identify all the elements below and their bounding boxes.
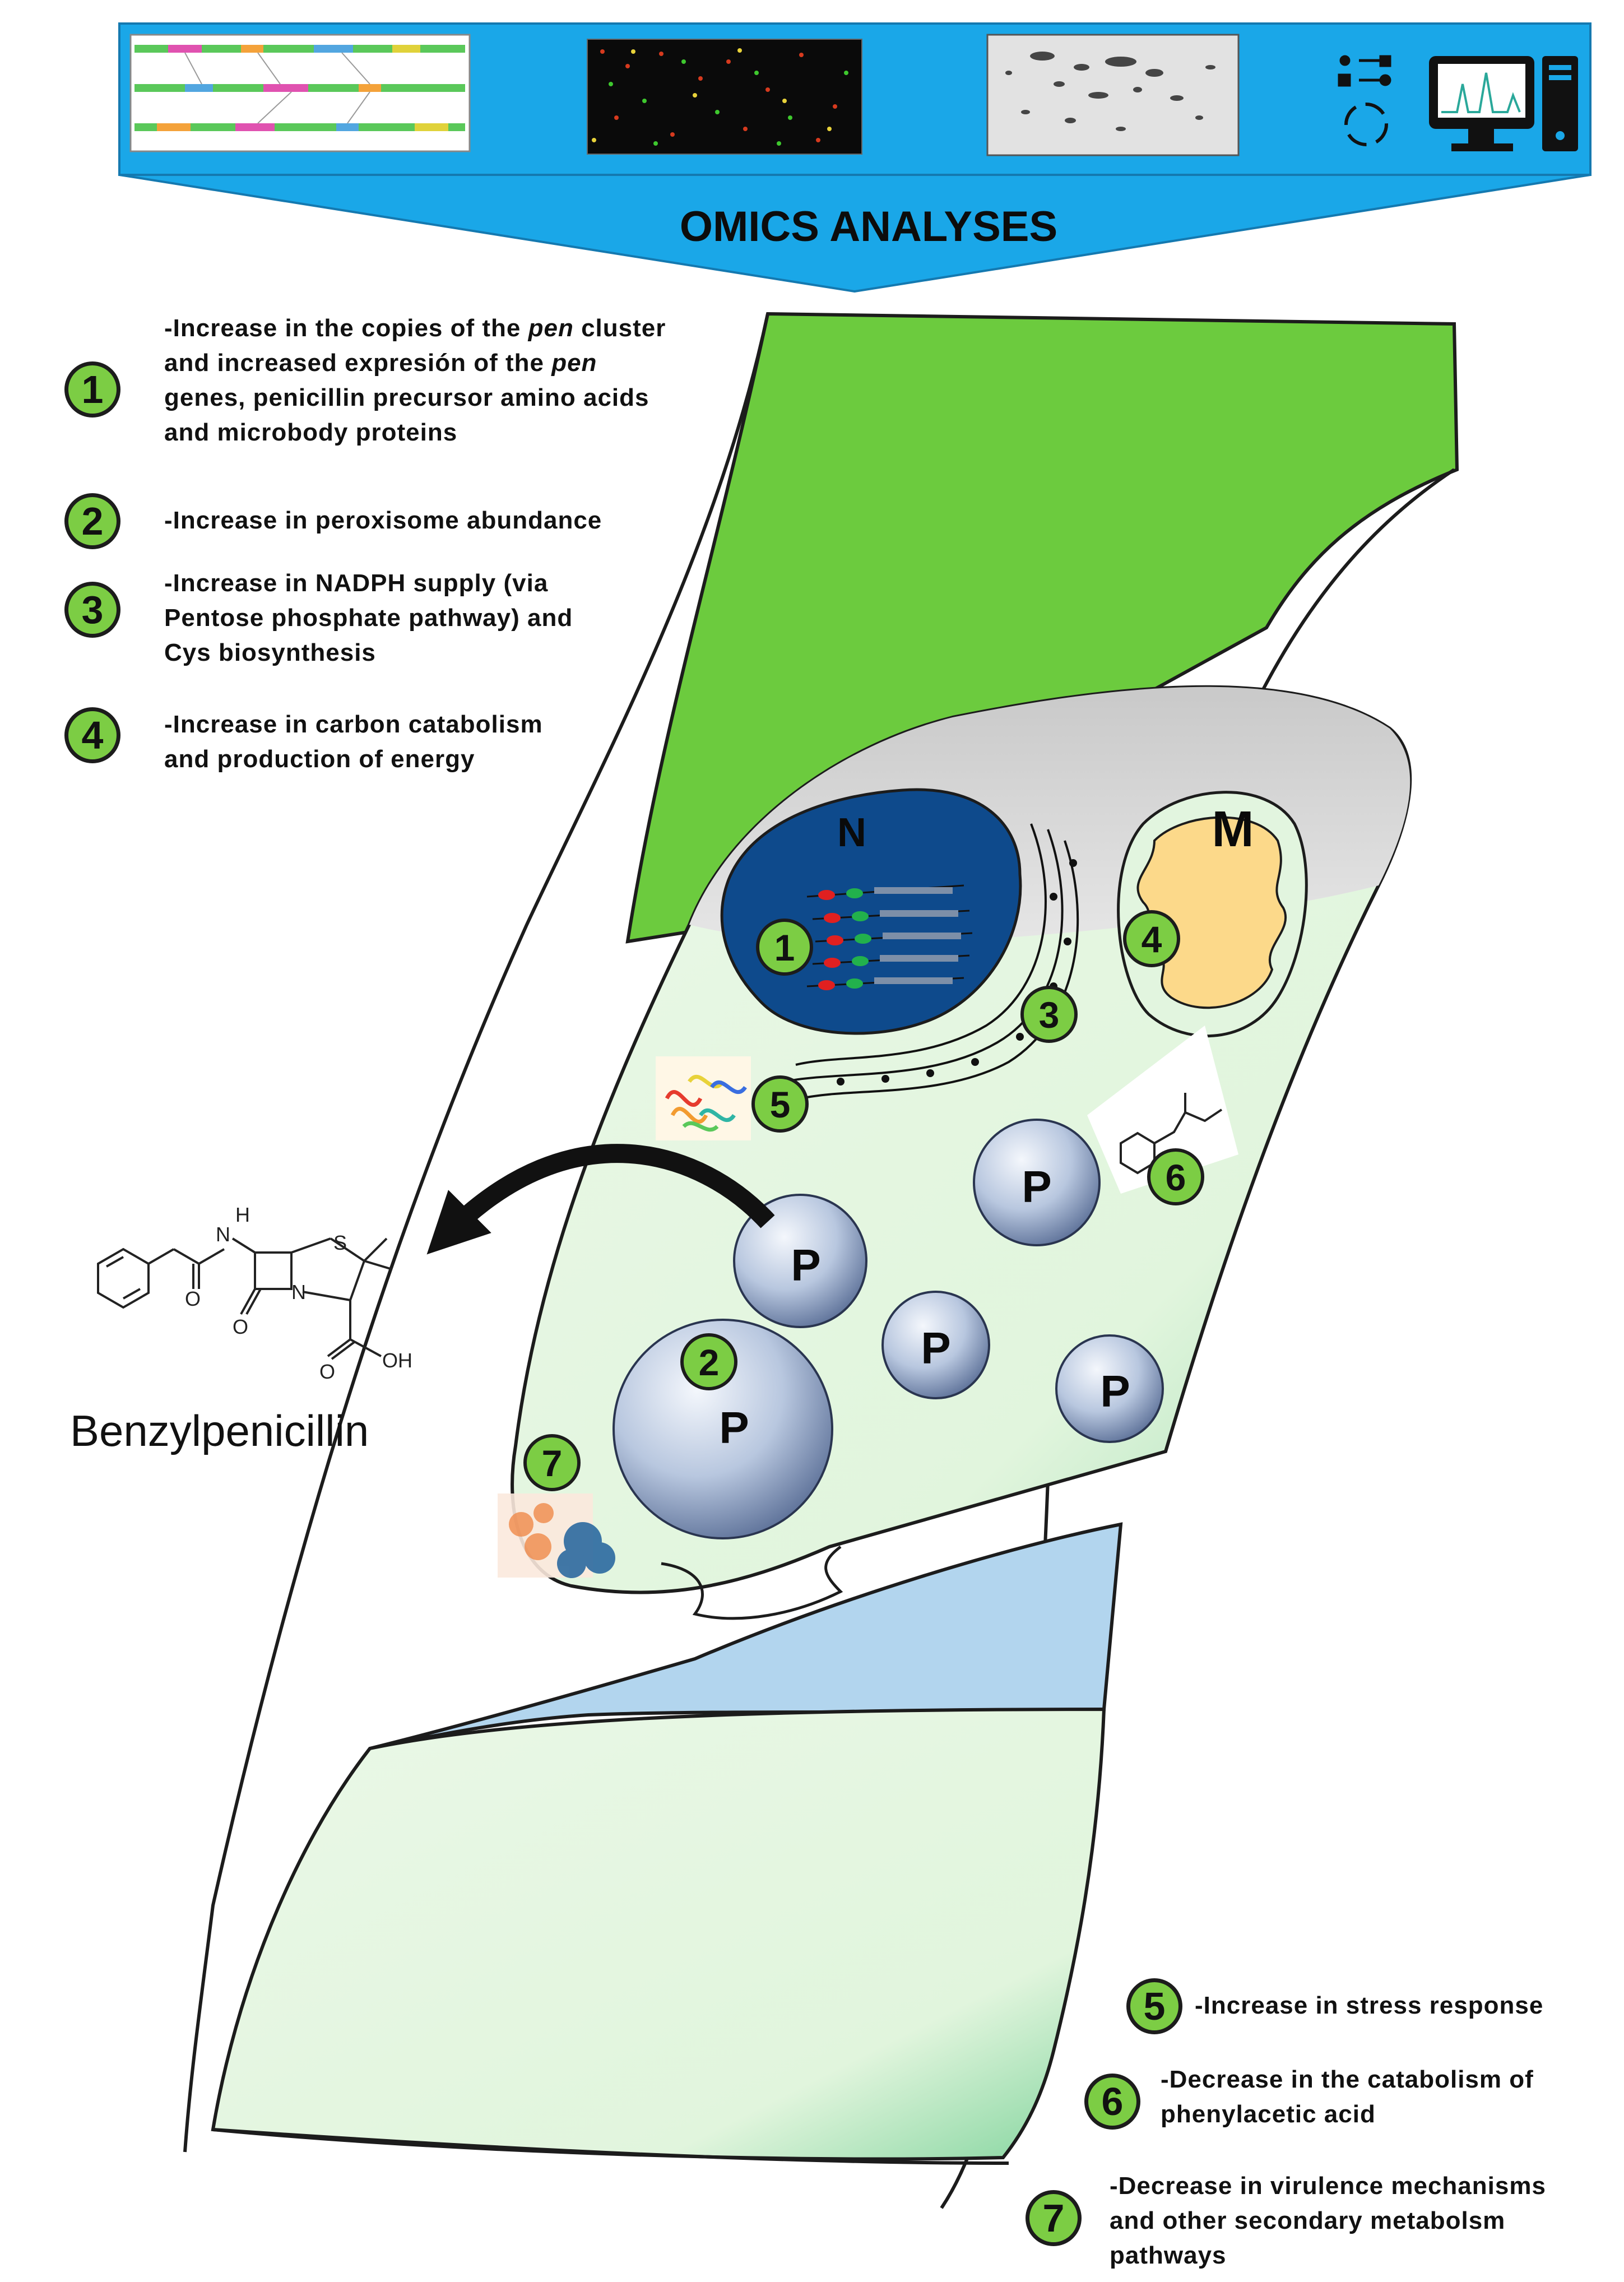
cell-marker-3: 3 — [1020, 986, 1078, 1043]
legend-text: -Decrease in the catabolism of phenylace… — [1161, 2066, 1534, 2128]
legend-text: -Increase in carbon catabolism and produ… — [164, 711, 543, 773]
banner-title: OMICS ANALYSES — [680, 203, 1057, 251]
svg-text:2: 2 — [699, 1342, 720, 1383]
legend-item-6: 6 -Decrease in the catabolism of phenyla… — [1084, 2062, 1534, 2132]
peroxisome-label: P — [719, 1403, 749, 1453]
legend-item-5: 5 -Increase in stress response — [1126, 1978, 1543, 2034]
legend-item-2: 2 -Increase in peroxisome abundance — [64, 493, 602, 549]
atom-o-acid: O — [319, 1360, 335, 1383]
legend-number-badge: 2 — [64, 493, 120, 549]
vacuole — [369, 1522, 1123, 1750]
atom-o-amide: O — [185, 1287, 201, 1310]
legend-text: -Increase in peroxisome abundance — [164, 507, 602, 534]
cell-marker-5: 5 — [751, 1075, 809, 1133]
molecule-name: Benzylpenicillin — [70, 1406, 369, 1455]
nucleus-label: N — [837, 810, 866, 855]
legend-number-badge: 7 — [1026, 2190, 1082, 2246]
legend-item-1: 1 -Increase in the copies of the pen clu… — [64, 311, 666, 450]
mitochondrion-label: M — [1212, 801, 1254, 857]
cell-marker-7: 7 — [523, 1434, 581, 1491]
2d-gel-thumbnail — [986, 34, 1240, 156]
septum-pore — [661, 1546, 843, 1620]
atom-o-lactam: O — [233, 1315, 248, 1338]
atom-h-amide: H — [235, 1203, 250, 1226]
legend-number-badge: 5 — [1126, 1978, 1182, 2034]
chromosome-gene-clusters — [806, 884, 973, 990]
legend-number-badge: 3 — [64, 582, 120, 638]
svg-text:4: 4 — [1142, 919, 1162, 960]
atom-oh-acid: OH — [382, 1349, 412, 1372]
legend-item-3: 3 -Increase in NADPH supply (via Pentose… — [64, 566, 573, 670]
legend-item-7: 7 -Decrease in virulence mechanisms and … — [1026, 2169, 1546, 2273]
cell-marker-1: 1 — [756, 919, 813, 976]
cell-marker-2: 2 — [680, 1333, 737, 1390]
svg-text:3: 3 — [1039, 994, 1060, 1036]
peroxisome-4: P — [1055, 1334, 1164, 1443]
peroxisome-label: P — [1022, 1162, 1051, 1212]
svg-text:6: 6 — [1166, 1157, 1186, 1198]
endoplasmic-reticulum — [784, 823, 1079, 1100]
stress-protein-image — [656, 1056, 751, 1140]
atom-n-ring: N — [291, 1281, 306, 1304]
legend-text: -Decrease in virulence mechanisms and ot… — [1110, 2172, 1546, 2269]
legend-text: -Increase in NADPH supply (via Pentose p… — [164, 569, 573, 666]
peroxisome-2: P — [733, 1194, 867, 1328]
legend-number-badge: 6 — [1084, 2074, 1140, 2130]
legend-text: -Increase in the copies of the pen clust… — [164, 314, 666, 446]
virulence-protein-image — [498, 1493, 615, 1578]
cell-marker-6: 6 — [1147, 1148, 1204, 1205]
peroxisome-large: P — [613, 1319, 833, 1539]
hypha-left-outer — [183, 313, 769, 2153]
peroxisome-label: P — [791, 1240, 820, 1290]
peroxisome-1: P — [973, 1119, 1101, 1246]
workflow-icon — [1338, 55, 1391, 146]
phenylacetate-structure — [1087, 1026, 1238, 1194]
genome-alignment-thumbnail — [129, 34, 471, 152]
legend-text: -Increase in stress response — [1195, 1992, 1544, 2019]
svg-text:5: 5 — [770, 1084, 791, 1125]
lower-compartment — [211, 1707, 1106, 2161]
atom-n-amide: N — [216, 1223, 230, 1246]
legend-item-4: 4 -Increase in carbon catabolism and pro… — [64, 707, 543, 777]
cell-marker-4: 4 — [1123, 910, 1180, 967]
banner-funnel — [119, 174, 1591, 293]
legend-number-badge: 4 — [64, 707, 120, 763]
legend-number-badge: 1 — [64, 361, 120, 418]
secretion-arrow — [426, 1144, 775, 1255]
peroxisome-label: P — [1100, 1366, 1130, 1416]
microarray-thumbnail — [587, 39, 862, 155]
svg-text:1: 1 — [774, 927, 795, 968]
atom-s: S — [333, 1231, 347, 1254]
benzylpenicillin-structure: N H O S N O O OH Benzylpenicillin — [70, 1203, 412, 1455]
hypha-cell: N — [183, 312, 1459, 2209]
omics-banner: OMICS ANALYSES — [118, 22, 1591, 293]
computer-icon — [1429, 56, 1578, 151]
svg-text:7: 7 — [542, 1443, 563, 1484]
peroxisome-label: P — [921, 1323, 950, 1373]
peroxisome-3: P — [881, 1291, 990, 1399]
